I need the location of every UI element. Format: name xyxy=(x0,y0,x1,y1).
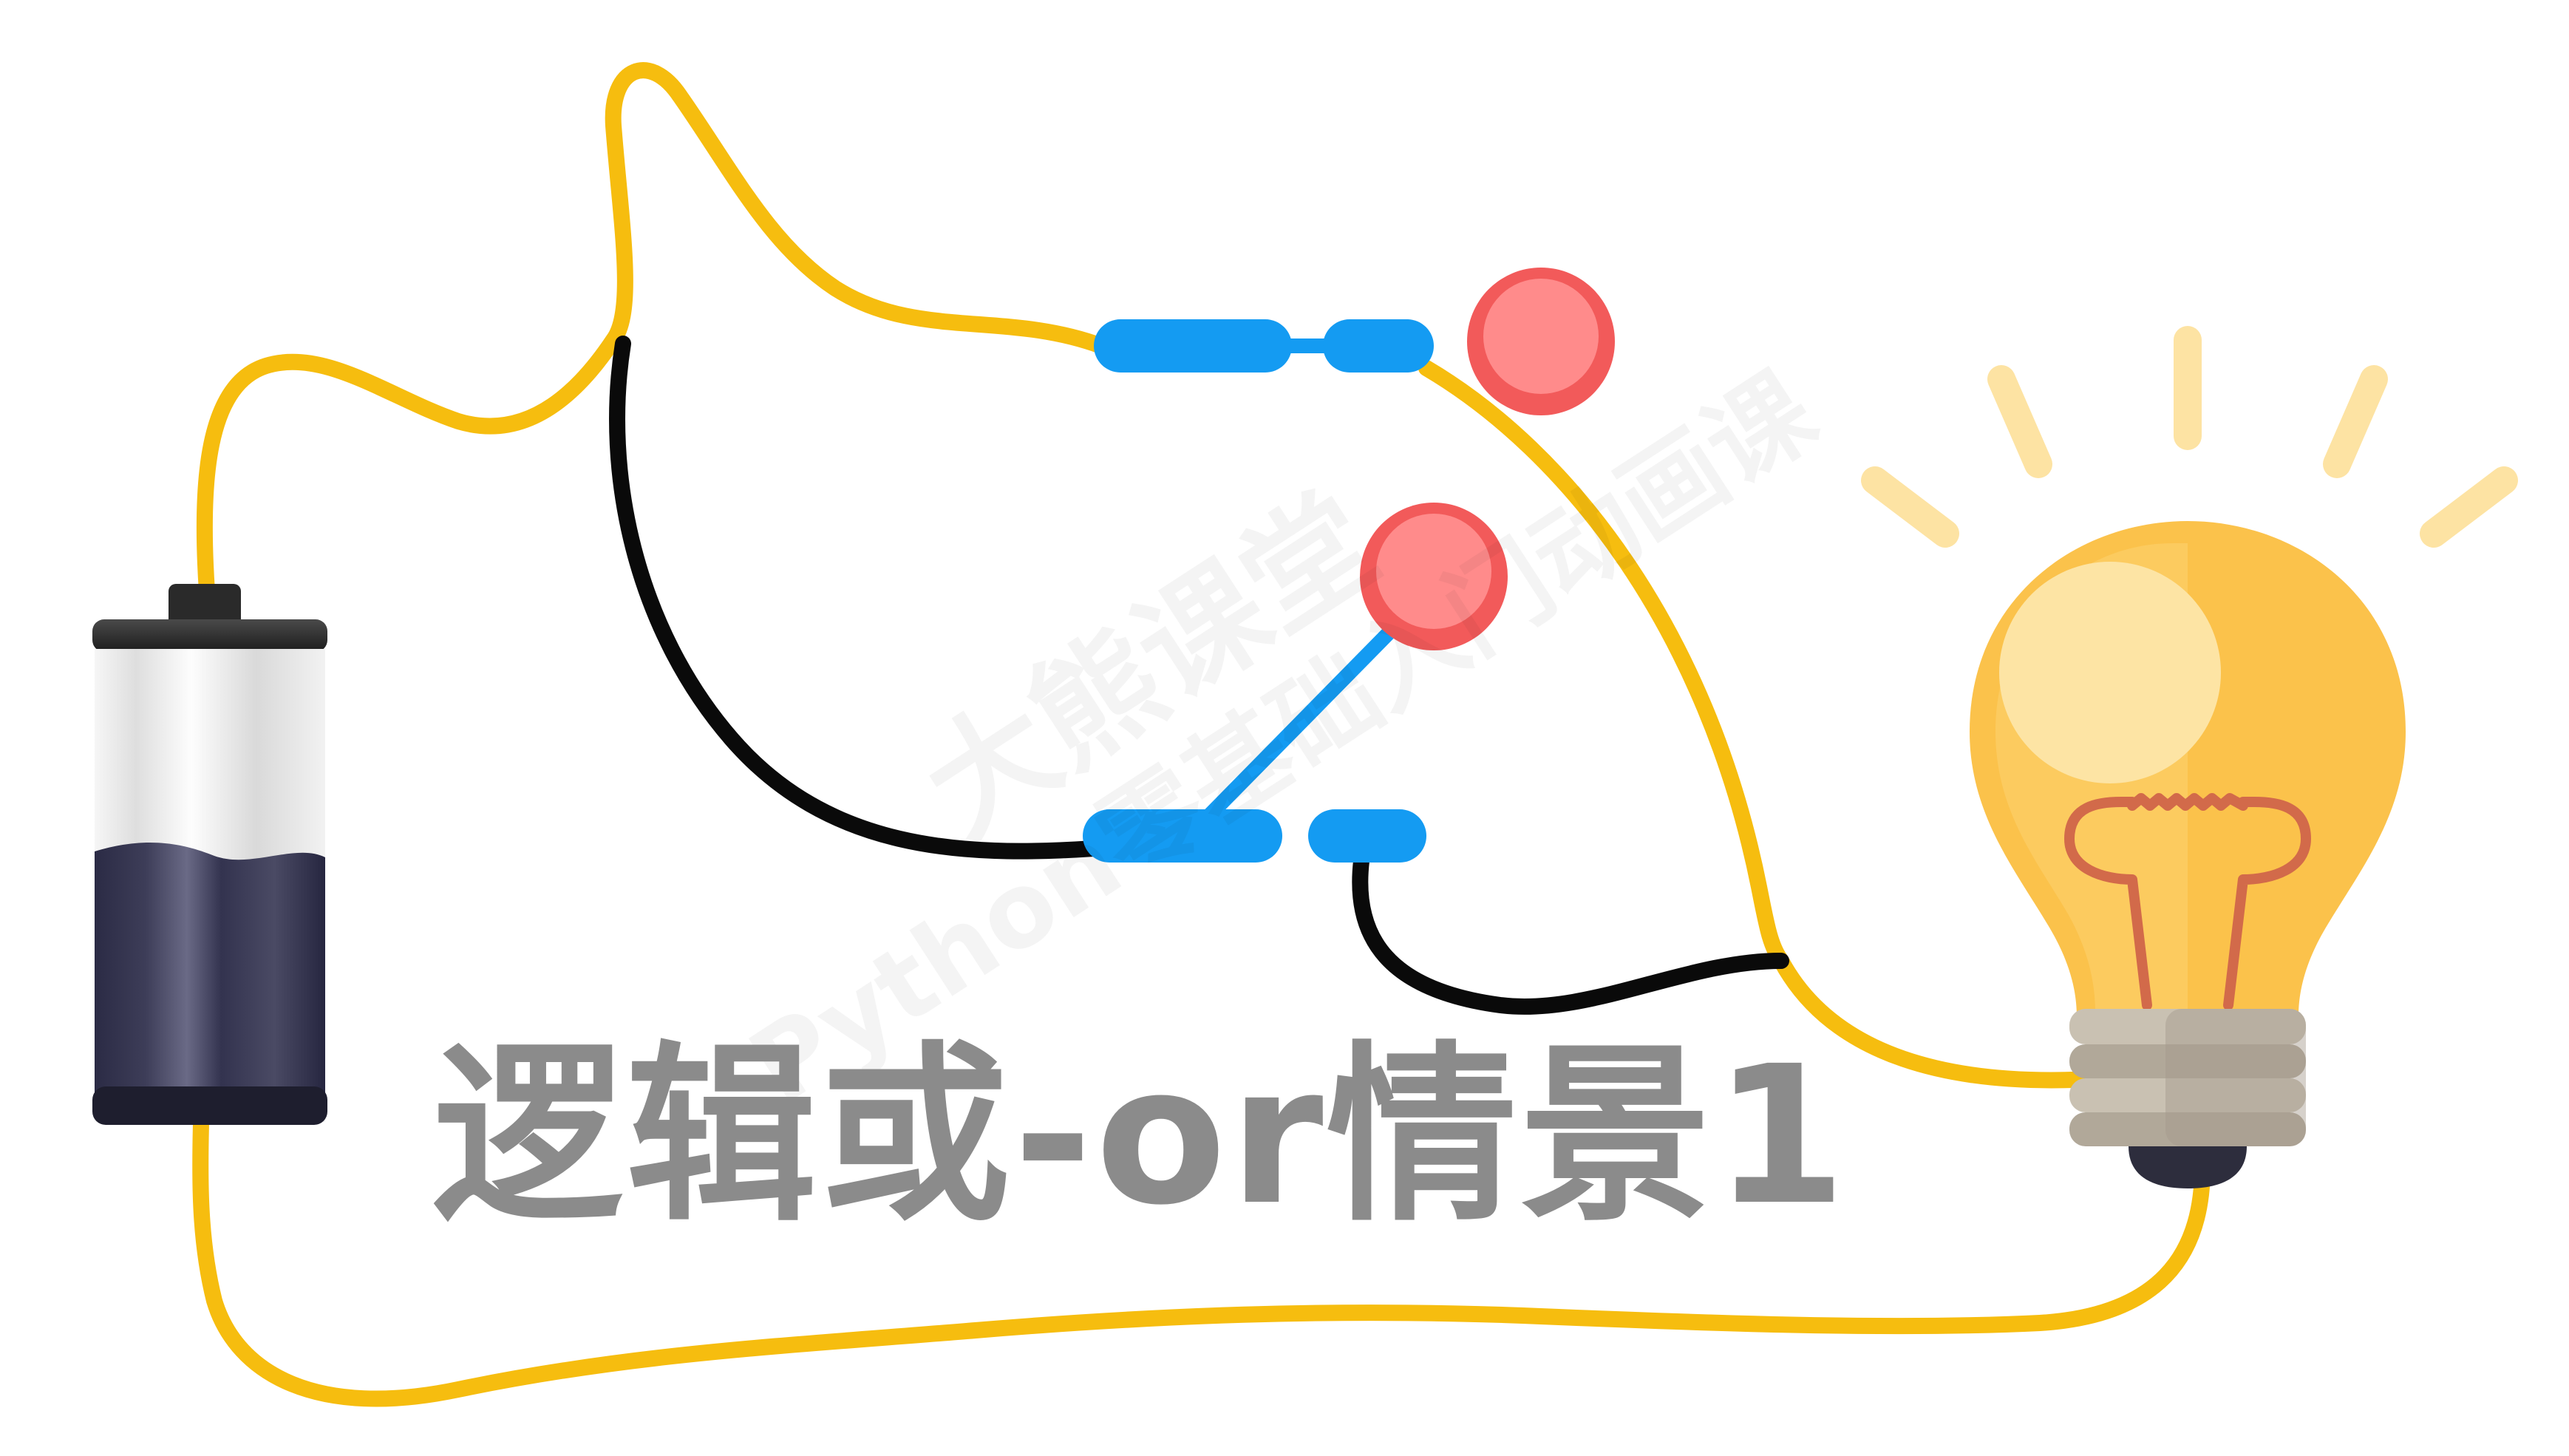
switch-a-contact-left xyxy=(1094,319,1292,372)
battery-charge-level xyxy=(95,842,325,1105)
switch-b[interactable] xyxy=(1083,503,1508,863)
switch-a-knob[interactable] xyxy=(1467,268,1615,415)
switch-a[interactable] xyxy=(1094,268,1615,415)
ground-wire-left xyxy=(609,336,1102,860)
light-bulb-icon xyxy=(1861,326,2518,1188)
return-wire-bottom xyxy=(192,1115,2211,1407)
battery-icon xyxy=(92,584,327,1125)
switch-b-contact-left xyxy=(1083,809,1282,863)
power-wire-right xyxy=(1418,360,2100,1089)
power-wire-top xyxy=(196,62,1109,599)
light-rays xyxy=(1861,326,2518,548)
switch-b-knob[interactable] xyxy=(1360,503,1508,650)
filament xyxy=(2064,793,2311,1010)
switch-a-contact-right xyxy=(1323,319,1434,372)
switch-b-contact-right xyxy=(1308,809,1426,863)
diagram-caption: 逻辑或-or情景1 xyxy=(432,1025,1850,1247)
bulb-base xyxy=(2069,1009,2306,1188)
ground-wire-right xyxy=(1352,853,1789,1015)
